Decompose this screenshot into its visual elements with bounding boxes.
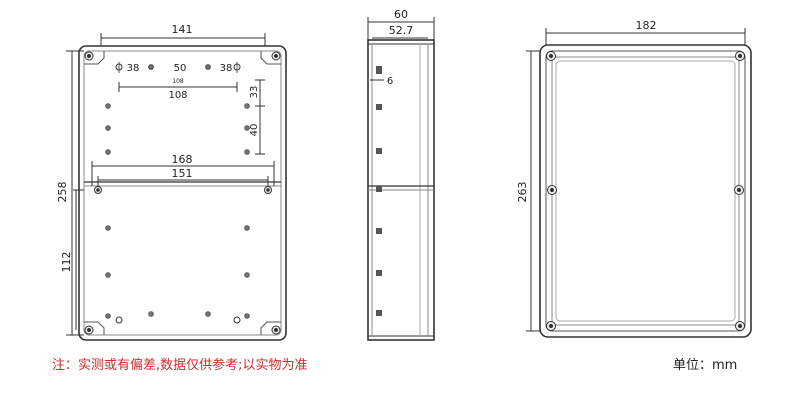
side-depth-label: 60 (394, 8, 408, 21)
hole-spacing-label: 38 (220, 63, 233, 74)
vertical-33-label: 33 (249, 86, 260, 99)
upper-span-label: 108 (168, 90, 187, 101)
side-inner-depth-label: 52.7 (389, 24, 414, 37)
upper-span-small-label: 108 (172, 78, 184, 85)
mid-span-inner-label: 151 (172, 167, 193, 180)
back-height-label: 263 (516, 182, 529, 203)
front-width-label: 141 (172, 23, 193, 36)
front-height-label: 258 (56, 182, 69, 203)
front-view (66, 33, 287, 341)
mid-span-label: 168 (172, 153, 193, 166)
back-width-label: 182 (636, 19, 657, 32)
back-view (526, 28, 752, 338)
corner-screw-icon (84, 51, 281, 335)
unit-label: 单位：mm (673, 358, 738, 373)
side-view (367, 17, 435, 341)
hole-spacing-label: 50 (174, 63, 187, 74)
vertical-40-label: 40 (249, 124, 260, 137)
hole-spacing-label: 38 (127, 63, 140, 74)
disclaimer-note: 注：实测或有偏差,数据仅供参考;以实物为准 (52, 358, 308, 373)
lower-height-label: 112 (60, 252, 73, 273)
side-lip-label: 6 (387, 76, 393, 87)
corner-screw-icon (546, 51, 745, 331)
